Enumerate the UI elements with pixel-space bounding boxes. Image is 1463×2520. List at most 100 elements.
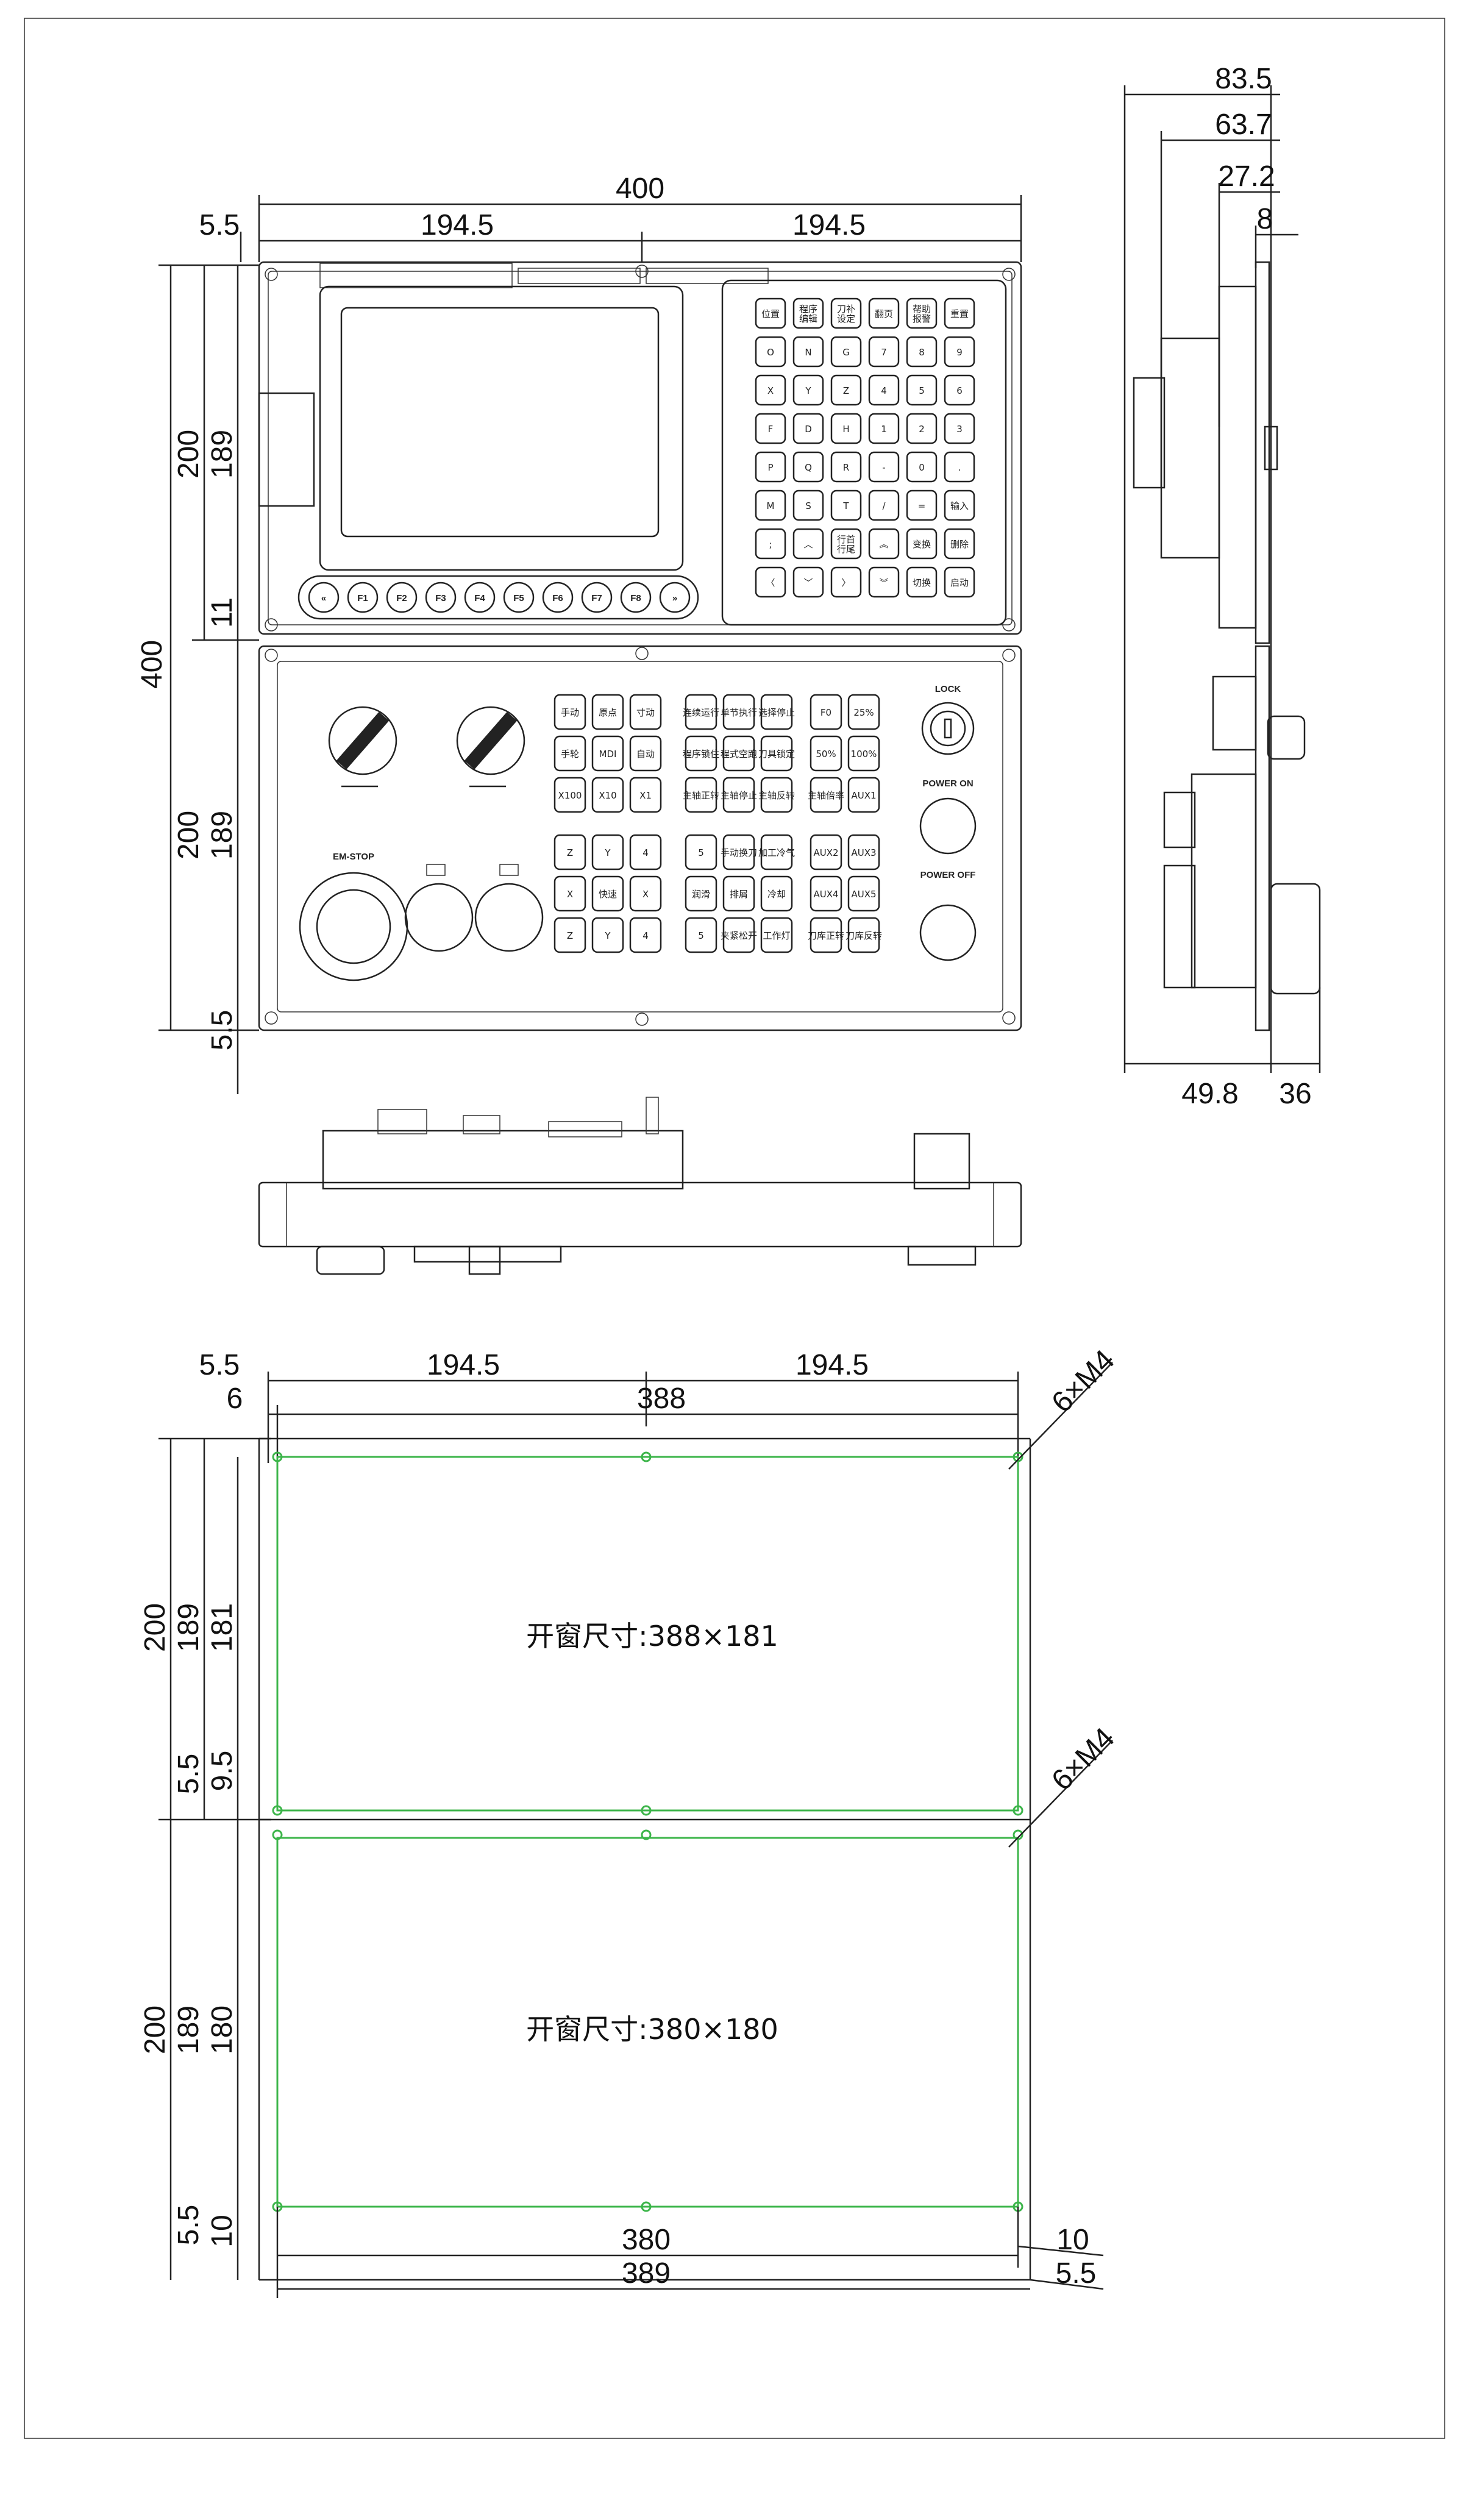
- fkey-2[interactable]: F2: [386, 582, 418, 613]
- op-key-1-2[interactable]: 自动: [629, 735, 662, 772]
- op-key-3-4[interactable]: 手动换刀: [721, 834, 757, 870]
- op-key-5-3[interactable]: 5: [685, 917, 717, 953]
- op-key-5-0[interactable]: Z: [554, 917, 586, 953]
- keypad-key-7-4[interactable]: 切换: [906, 566, 938, 598]
- aux-key-4-1[interactable]: AUX5: [847, 875, 880, 912]
- keypad-key-4-1[interactable]: Q: [792, 451, 824, 483]
- op-key-2-1[interactable]: X10: [591, 777, 624, 813]
- fkey-6[interactable]: F6: [542, 582, 574, 613]
- keypad-key-2-0[interactable]: X: [755, 374, 786, 406]
- keypad-key-5-2[interactable]: T: [830, 489, 862, 521]
- keypad-key-6-4[interactable]: 变换: [906, 528, 938, 560]
- fkey-1[interactable]: F1: [347, 582, 379, 613]
- keypad-key-6-0[interactable]: ;: [755, 528, 786, 560]
- fkey-3[interactable]: F3: [425, 582, 457, 613]
- keypad-key-3-5[interactable]: 3: [944, 413, 975, 444]
- op-key-3-2[interactable]: 4: [629, 834, 662, 870]
- keypad-key-1-1[interactable]: N: [792, 336, 824, 368]
- op-key-2-5[interactable]: 主轴反转: [758, 777, 795, 813]
- op-key-0-4[interactable]: 单节执行: [721, 694, 757, 730]
- fkey-7[interactable]: F7: [581, 582, 613, 613]
- aux-key-5-0[interactable]: 刀库正转: [808, 917, 844, 953]
- keypad-key-7-0[interactable]: 〈: [755, 566, 786, 598]
- op-key-4-2[interactable]: X: [629, 875, 662, 912]
- aux-key-3-1[interactable]: AUX3: [847, 834, 880, 870]
- fkey-5[interactable]: F5: [503, 582, 535, 613]
- keypad-key-4-3[interactable]: -: [868, 451, 900, 483]
- keypad-key-7-3[interactable]: ︾: [868, 566, 900, 598]
- keypad-key-7-1[interactable]: ﹀: [792, 566, 824, 598]
- keypad-key-5-0[interactable]: M: [755, 489, 786, 521]
- power-on-button[interactable]: POWER ON: [919, 778, 977, 855]
- aux-key-0-0[interactable]: F0: [810, 694, 842, 730]
- op-key-4-5[interactable]: 冷却: [760, 875, 793, 912]
- keypad-key-1-3[interactable]: 7: [868, 336, 900, 368]
- feed-hold-button[interactable]: [474, 864, 544, 952]
- keypad-key-6-5[interactable]: 删除: [944, 528, 975, 560]
- op-key-1-4[interactable]: 程式空跑: [721, 735, 757, 772]
- keypad-key-0-0[interactable]: 位置: [755, 297, 786, 329]
- op-key-0-2[interactable]: 寸动: [629, 694, 662, 730]
- keypad-key-5-1[interactable]: S: [792, 489, 824, 521]
- keypad-key-2-5[interactable]: 6: [944, 374, 975, 406]
- op-key-4-3[interactable]: 润滑: [685, 875, 717, 912]
- op-key-0-5[interactable]: 选择停止: [758, 694, 795, 730]
- op-key-4-0[interactable]: X: [554, 875, 586, 912]
- aux-key-2-1[interactable]: AUX1: [847, 777, 880, 813]
- aux-key-4-0[interactable]: AUX4: [810, 875, 842, 912]
- aux-key-0-1[interactable]: 25%: [847, 694, 880, 730]
- keypad-key-4-2[interactable]: R: [830, 451, 862, 483]
- op-key-0-3[interactable]: 连续运行: [683, 694, 719, 730]
- aux-key-2-0[interactable]: 主轴倍率: [808, 777, 844, 813]
- keypad-key-2-4[interactable]: 5: [906, 374, 938, 406]
- keypad-key-4-5[interactable]: .: [944, 451, 975, 483]
- fkey-8[interactable]: F8: [620, 582, 652, 613]
- aux-key-3-0[interactable]: AUX2: [810, 834, 842, 870]
- keypad-key-3-1[interactable]: D: [792, 413, 824, 444]
- keypad-key-0-5[interactable]: 重置: [944, 297, 975, 329]
- keypad-key-3-2[interactable]: H: [830, 413, 862, 444]
- op-key-1-5[interactable]: 刀具锁定: [758, 735, 795, 772]
- op-key-5-2[interactable]: 4: [629, 917, 662, 953]
- op-key-3-3[interactable]: 5: [685, 834, 717, 870]
- op-key-5-5[interactable]: 工作灯: [760, 917, 793, 953]
- keypad-key-4-0[interactable]: P: [755, 451, 786, 483]
- keypad-key-5-3[interactable]: /: [868, 489, 900, 521]
- fkey-0[interactable]: «: [308, 582, 340, 613]
- op-key-2-2[interactable]: X1: [629, 777, 662, 813]
- fkey-4[interactable]: F4: [464, 582, 496, 613]
- keypad-key-7-2[interactable]: 〉: [830, 566, 862, 598]
- keypad-key-2-2[interactable]: Z: [830, 374, 862, 406]
- aux-key-5-1[interactable]: 刀库反转: [845, 917, 882, 953]
- op-key-2-4[interactable]: 主轴停止: [721, 777, 757, 813]
- op-key-4-4[interactable]: 排屑: [722, 875, 755, 912]
- feed-override-knob[interactable]: [328, 706, 397, 788]
- keypad-key-2-3[interactable]: 4: [868, 374, 900, 406]
- op-key-3-0[interactable]: Z: [554, 834, 586, 870]
- key-lock[interactable]: LOCK: [921, 684, 975, 755]
- keypad-key-1-0[interactable]: O: [755, 336, 786, 368]
- keypad-key-1-4[interactable]: 8: [906, 336, 938, 368]
- keypad-key-7-5[interactable]: 启动: [944, 566, 975, 598]
- op-key-1-3[interactable]: 程序锁住: [683, 735, 719, 772]
- emergency-stop-button[interactable]: EM-STOP: [299, 852, 408, 981]
- keypad-key-4-4[interactable]: 0: [906, 451, 938, 483]
- op-key-3-1[interactable]: Y: [591, 834, 624, 870]
- aux-key-1-0[interactable]: 50%: [810, 735, 842, 772]
- op-key-0-0[interactable]: 手动: [554, 694, 586, 730]
- keypad-key-1-5[interactable]: 9: [944, 336, 975, 368]
- op-key-1-1[interactable]: MDI: [591, 735, 624, 772]
- keypad-key-3-0[interactable]: F: [755, 413, 786, 444]
- keypad-key-6-3[interactable]: ︽: [868, 528, 900, 560]
- op-key-5-4[interactable]: 夹紧松开: [721, 917, 757, 953]
- op-key-4-1[interactable]: 快速: [591, 875, 624, 912]
- op-key-0-1[interactable]: 原点: [591, 694, 624, 730]
- op-key-3-5[interactable]: 加工冷气: [758, 834, 795, 870]
- spindle-override-knob[interactable]: [456, 706, 525, 788]
- cycle-start-button[interactable]: [404, 864, 474, 952]
- op-key-5-1[interactable]: Y: [591, 917, 624, 953]
